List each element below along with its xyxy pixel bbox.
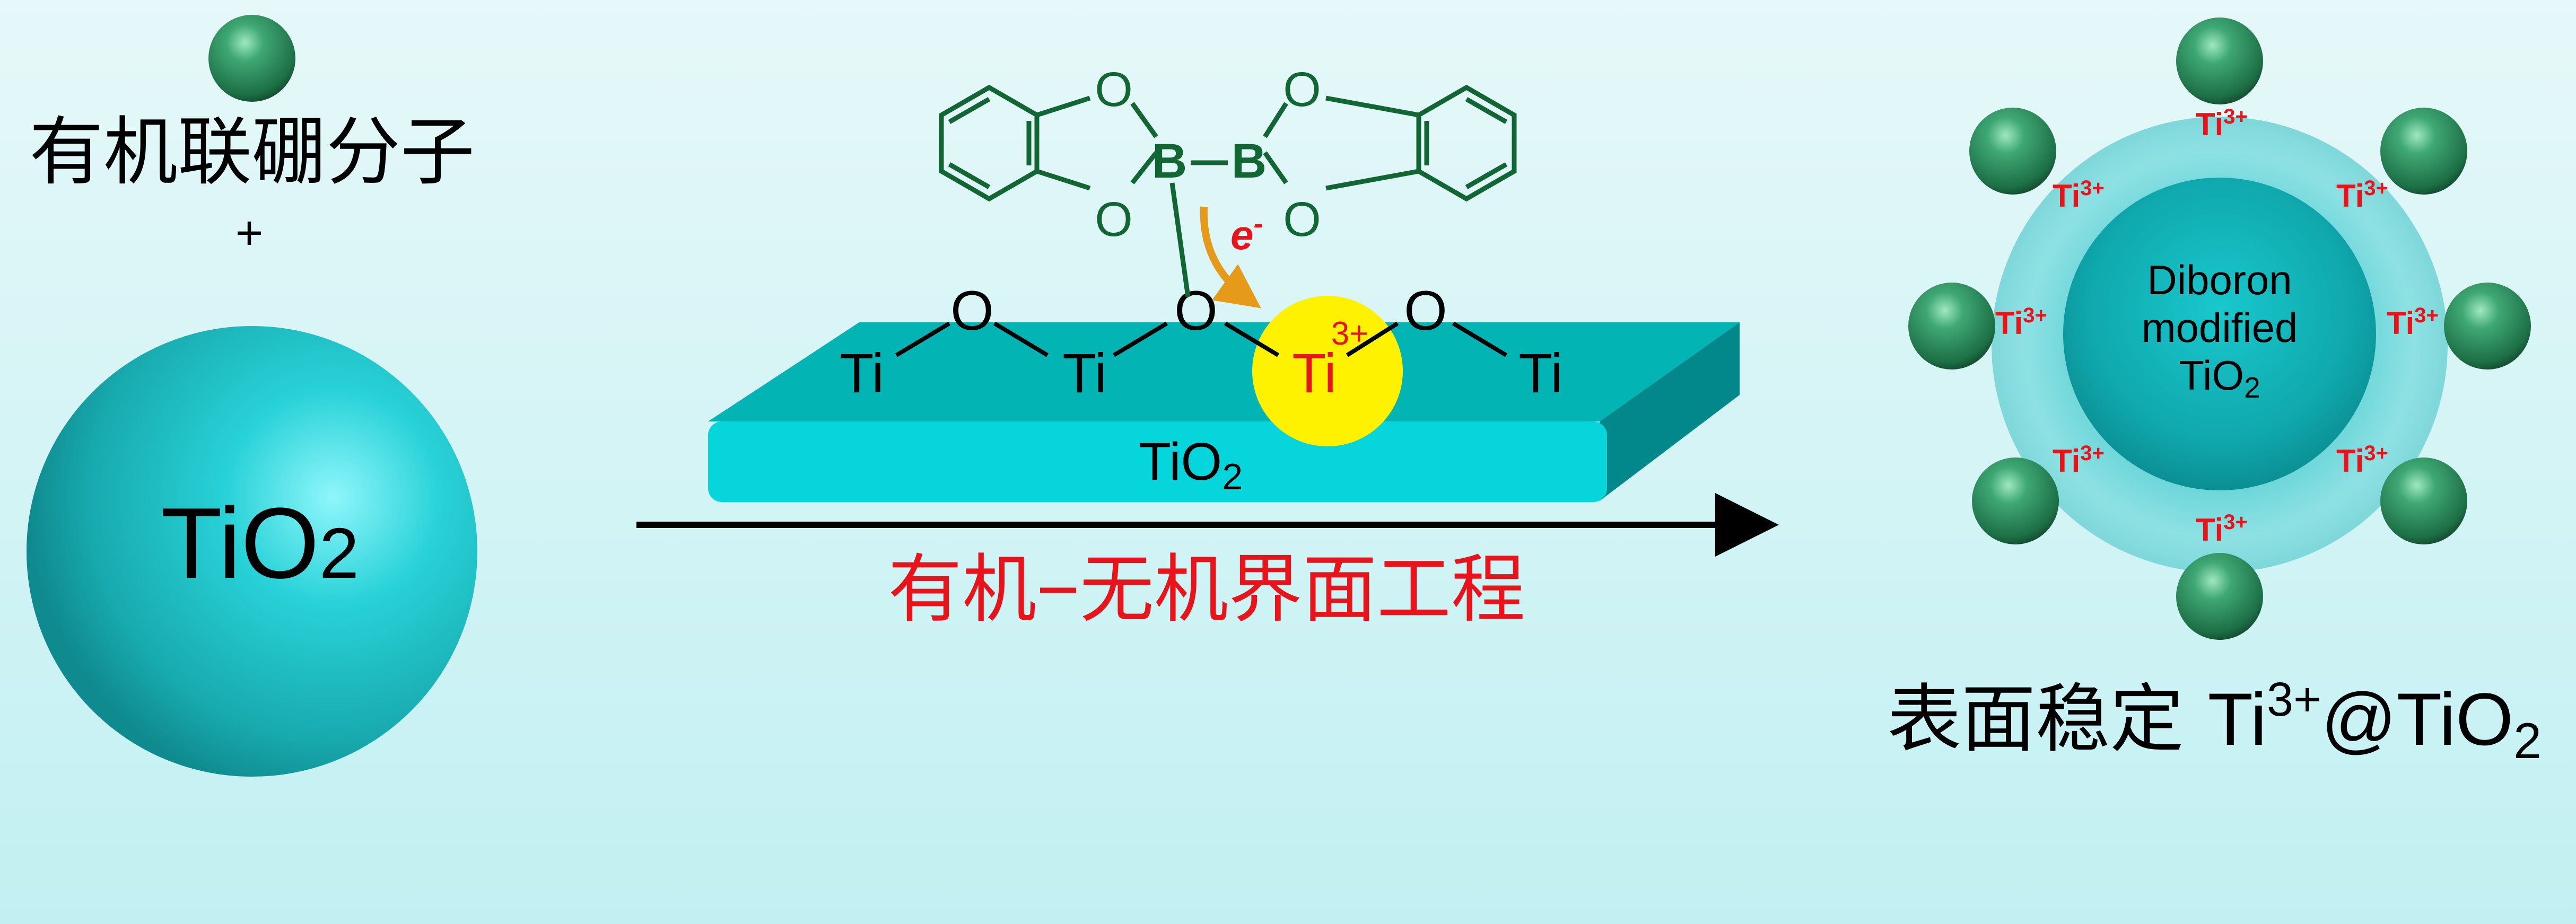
product-panel: Ti3+ Ti3+ Ti3+ Ti3+ Ti3+ Ti3+ Ti3+ Ti3+ … [1887,17,2542,769]
ti-o-chain: Ti O Ti O Ti 3+ O Ti [840,280,1563,404]
b-o-coordination-bond [1169,182,1191,297]
tio2-sphere [27,326,477,777]
ti3-highlight [1252,296,1403,446]
ti-o-bonds [895,321,1508,357]
ti3-sites: Ti3+ Ti3+ Ti3+ Ti3+ Ti3+ Ti3+ Ti3+ Ti3+ [1995,105,2439,548]
boron-atom: B [1152,134,1187,188]
core-label-line3: TiO2 [2179,352,2260,404]
ti3-charge: 3+ [1331,315,1369,352]
b2cat2-atoms: O O B B O O [1095,63,1321,247]
ti-atom: Ti [1062,342,1107,404]
diboron-sphere [1908,283,1995,369]
diboron-sphere [1969,108,2056,195]
diboron-sphere [2444,283,2531,369]
ti3-site-label: Ti3+ [2196,511,2248,548]
oxygen-atom: O [1283,63,1321,117]
diboron-sphere [2176,17,2263,104]
b2cat2-structure [939,84,1517,297]
molecule-label: 有机联硼分子 [29,110,475,193]
slab-side-face [1600,322,1740,501]
diboron-sphere [2176,553,2263,640]
process-label: 有机−无机界面工程 [888,548,1525,631]
slab-top-face [708,322,1740,421]
oxygen-atom: O [1174,280,1218,342]
product-core [2063,178,2376,490]
oxygen-atom: O [1283,192,1321,247]
oxygen-atom: O [1095,192,1133,247]
electron-transfer-arrow [1200,206,1261,309]
core-label-line2: modified [2142,304,2298,351]
oxygen-atom: O [1404,280,1447,342]
ti3-site-label: Ti3+ [2336,177,2388,214]
electron-label: e- [1230,207,1263,258]
interface-mechanism: TiO2 Ti O Ti O Ti 3+ O Ti [636,63,1779,631]
tio2-sphere-label: TiO2 [161,487,359,600]
boron-atom: B [1232,134,1267,188]
ti3-atom: Ti [1292,342,1337,404]
slab-label: TiO2 [1139,432,1243,497]
oxygen-atom: O [950,280,994,342]
ti-atom: Ti [840,342,884,404]
core-label: Diboron modified TiO2 [2142,257,2298,404]
product-caption: 表面稳定 Ti3+@TiO2 [1887,673,2542,769]
slab-front-face [708,421,1607,502]
diboron-sphere [2380,457,2467,544]
reactants-panel: 有机联硼分子 + TiO2 [27,15,477,777]
ti-atom: Ti [1518,342,1563,404]
surface-diboron-spheres [1908,17,2531,640]
diboron-sphere [2380,108,2467,195]
ti3-site-label: Ti3+ [2196,105,2248,142]
ti3-site-label: Ti3+ [2387,304,2439,341]
core-label-line1: Diboron [2147,257,2292,303]
oxygen-atom: O [1095,63,1133,117]
ti3-site-label: Ti3+ [2053,177,2105,214]
plus-sign: + [235,207,264,260]
diboron-sphere [1972,457,2059,544]
diboron-molecule-sphere [208,15,295,102]
ti3-site-label: Ti3+ [1995,304,2047,341]
ti3-site-label: Ti3+ [2053,442,2105,479]
ti3-site-label: Ti3+ [2336,442,2388,479]
